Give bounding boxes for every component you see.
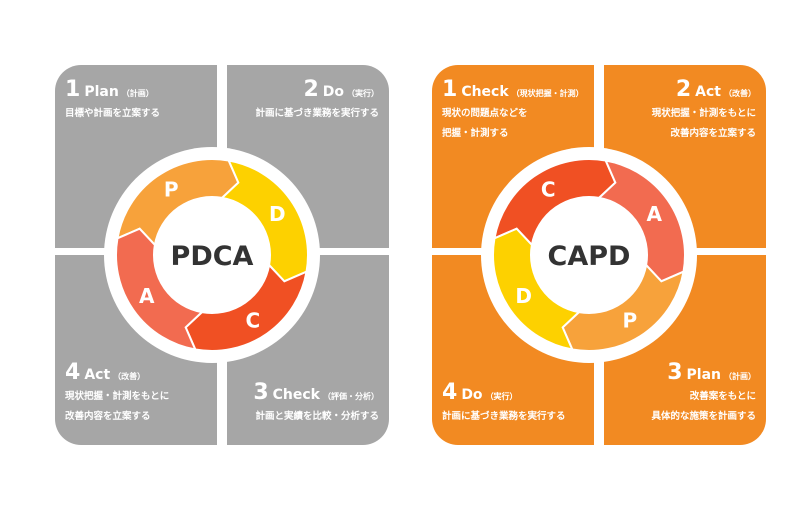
step-name: Do [322, 84, 344, 100]
description-line: 現状把握・計測をもとに [651, 108, 756, 119]
cycle-center [534, 200, 644, 310]
step-name: Act [84, 367, 111, 383]
step-name: Act [695, 84, 721, 100]
step-description: 計画に基づき業務を実行する [237, 104, 379, 124]
segment-letter: C [245, 308, 260, 332]
cycle-center [157, 200, 267, 310]
step-subtitle: （計画） [121, 89, 154, 98]
segment-letter: A [647, 202, 663, 226]
step-subtitle: （改善） [113, 372, 146, 381]
step-description: 現状の問題点などを把握・計測する [442, 104, 584, 144]
step-description: 現状把握・計測をもとに改善内容を立案する [614, 104, 756, 144]
cycle-segment-a [115, 227, 205, 351]
step-number: 1 [65, 77, 81, 102]
description-line: 計画に基づき業務を実行する [255, 108, 379, 119]
step-number: 2 [675, 77, 692, 102]
step-description: 目標や計画を立案する [65, 104, 207, 124]
cycle-title: CAPD [548, 241, 631, 272]
segment-letter: D [515, 284, 532, 308]
step-subtitle: （計画） [724, 372, 756, 381]
segment-letter: A [139, 284, 155, 308]
description-line: 計画に基づき業務を実行する [442, 411, 566, 422]
step-name: Plan [84, 84, 119, 100]
step-name: Plan [686, 367, 721, 383]
segment-letter: D [269, 202, 286, 226]
step-subtitle: （現状把握・計測） [511, 89, 584, 98]
step-name: Check [461, 84, 509, 100]
segment-letter: P [164, 178, 179, 202]
step-number: 2 [303, 77, 319, 102]
step-description: 改善案をもとに具体的な施策を計画する [614, 387, 756, 427]
step-name: Check [272, 387, 320, 403]
segment-letter: C [541, 178, 556, 202]
step-number: 3 [667, 360, 683, 385]
description-line: 現状把握・計測をもとに [65, 391, 170, 402]
step-number: 1 [442, 77, 458, 102]
step-subtitle: （実行） [347, 89, 379, 98]
step-number: 4 [65, 360, 81, 385]
description-line: 改善内容を立案する [670, 128, 756, 139]
description-line: 現状の問題点などを [442, 108, 528, 119]
step-description: 計画と実績を比較・分析する [237, 407, 379, 427]
description-line: 把握・計測する [442, 128, 509, 139]
step-description: 計画に基づき業務を実行する [442, 407, 584, 427]
step-description: 現状把握・計測をもとに改善内容を立案する [65, 387, 207, 427]
cycle-segment-d [492, 227, 582, 351]
segment-letter: P [622, 308, 637, 332]
cycle-title: PDCA [171, 241, 254, 272]
step-subtitle: （実行） [485, 392, 518, 401]
description-line: 改善内容を立案する [65, 411, 151, 422]
step-number: 4 [442, 380, 458, 405]
step-name: Do [461, 387, 483, 403]
step-subtitle: （評価・分析） [323, 392, 379, 401]
description-line: 計画と実績を比較・分析する [255, 411, 379, 422]
description-line: 具体的な施策を計画する [651, 411, 756, 422]
description-line: 改善案をもとに [689, 391, 756, 402]
description-line: 目標や計画を立案する [65, 108, 161, 119]
step-number: 3 [253, 380, 269, 405]
step-subtitle: （改善） [724, 89, 756, 98]
